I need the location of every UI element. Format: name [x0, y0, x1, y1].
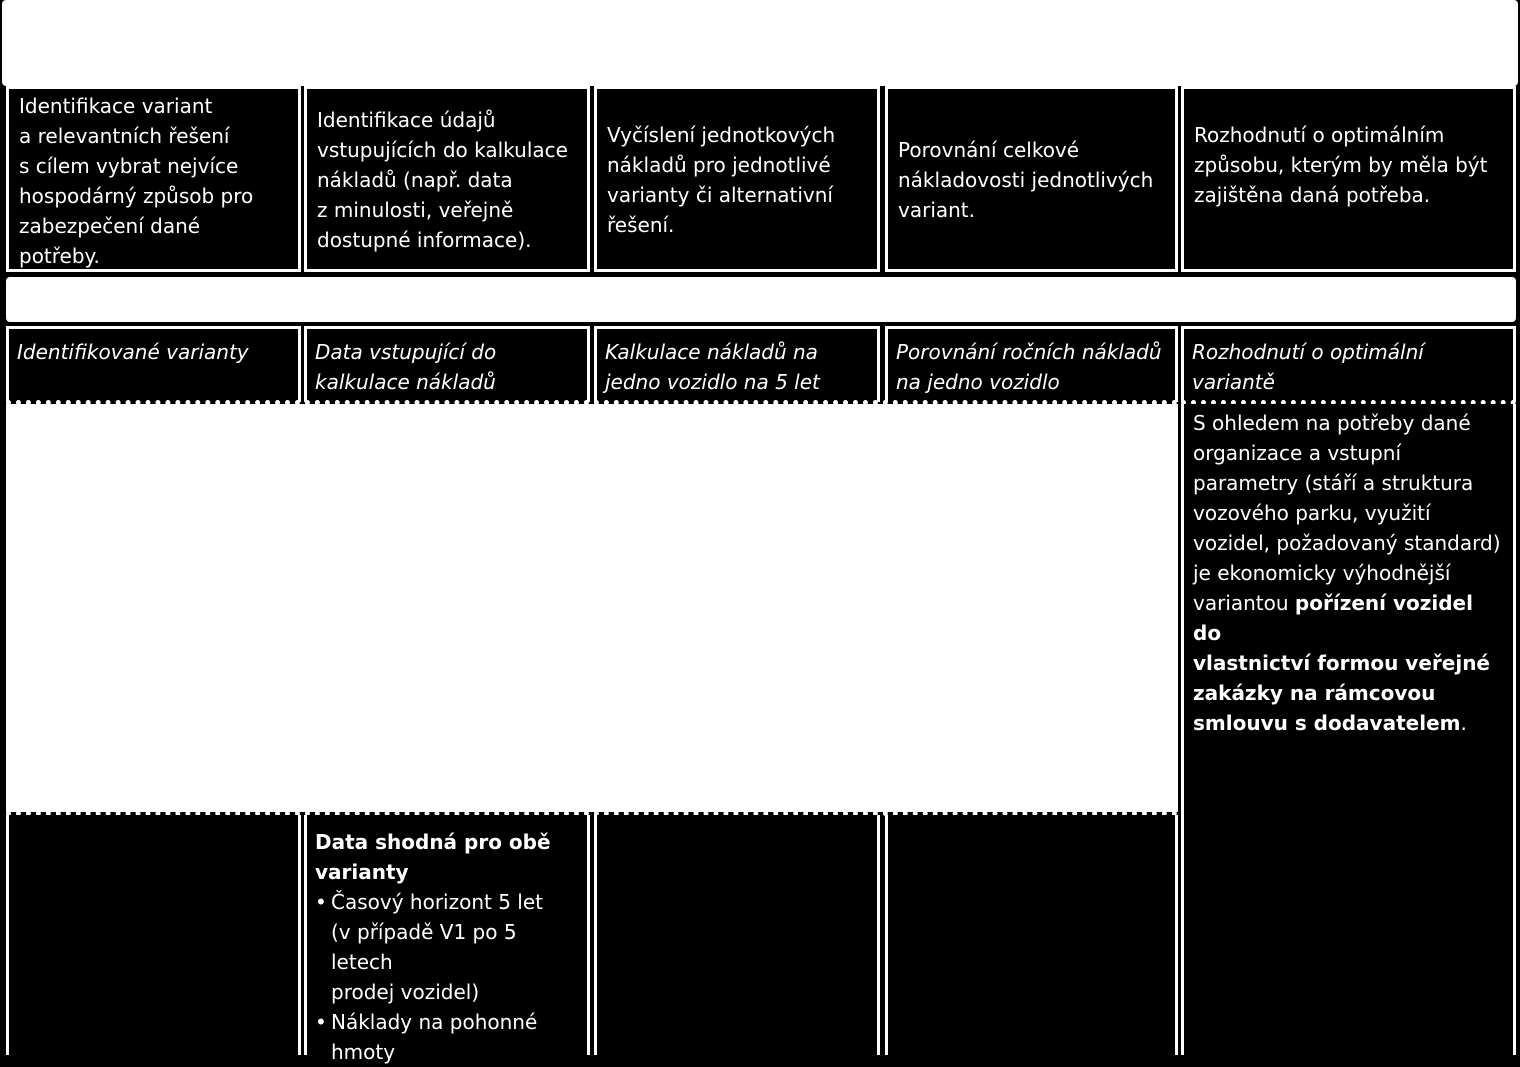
bottom-cell-variants: [6, 815, 301, 1055]
decision-cell: S ohledem na potřeby dané organizace a v…: [1181, 404, 1516, 1055]
header-identified-variants: Identifikované varianty: [6, 326, 301, 402]
bottom-cell-comparison: [885, 815, 1178, 1055]
decision-end: .: [1460, 711, 1467, 735]
shared-data-list: Časový horizont 5 let (v případě V1 po 5…: [315, 887, 581, 1067]
header-cost-calculation: Kalkulace nákladů na jedno vozidlo na 5 …: [594, 326, 880, 402]
header-input-data: Data vstupující do kalkulace nákladů: [304, 326, 590, 402]
separator-top: [6, 400, 1178, 405]
separator-decision: [1181, 400, 1516, 405]
step-unit-costs: Vyčíslení jednotkových nákladů pro jedno…: [594, 86, 880, 272]
middle-banner: [6, 277, 1516, 322]
bottom-cell-shared-data: Data shodná pro obě varianty Časový hori…: [304, 815, 590, 1064]
step-decision: Rozhodnutí o optimálním způsobu, kterým …: [1181, 86, 1516, 272]
bottom-cell-calculation: [594, 815, 880, 1055]
decision-highlight: pořízení vozidel do vlastnictví formou v…: [1193, 591, 1490, 735]
separator-bottom: [6, 811, 1178, 816]
separator-middle: [6, 690, 1178, 695]
header-annual-cost-comparison: Porovnání ročních nákladů na jedno vozid…: [885, 326, 1178, 402]
step-compare-costs: Porovnání celkové nákladovosti jednotliv…: [885, 86, 1178, 272]
variants-area: [6, 404, 1178, 812]
shared-data-title: Data shodná pro obě varianty: [315, 830, 551, 884]
list-item: Náklady na pohonné hmoty: [315, 1007, 581, 1067]
header-optimal-decision: Rozhodnutí o optimální variantě: [1181, 326, 1516, 402]
step-identify-data: Identifikace údajů vstupujících do kalku…: [304, 86, 590, 272]
step-identify-variants: Identifikace variant a relevantních řeše…: [6, 86, 301, 272]
decision-intro: S ohledem na potřeby dané organizace a v…: [1193, 411, 1501, 615]
list-item: Časový horizont 5 let (v případě V1 po 5…: [315, 887, 581, 1007]
top-banner: [2, 0, 1518, 86]
